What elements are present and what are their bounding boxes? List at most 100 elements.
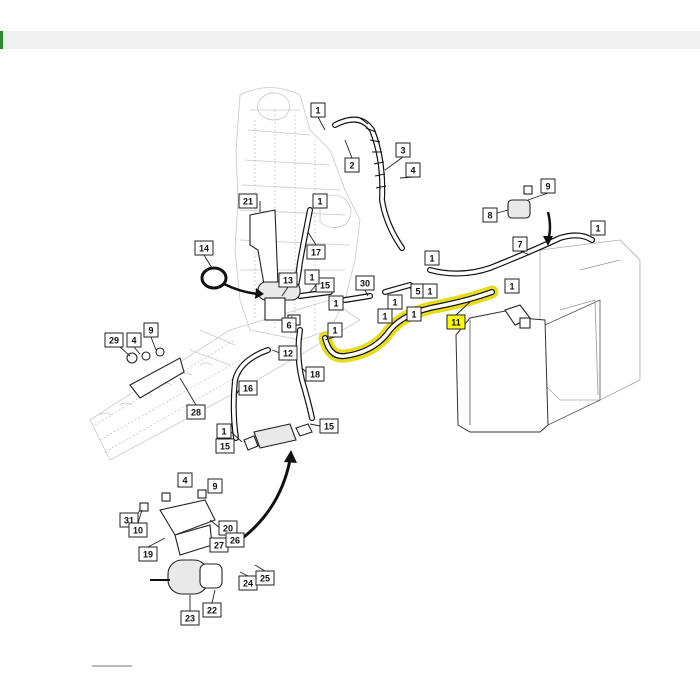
- callout-label: 10: [133, 526, 143, 536]
- callout-26[interactable]: 26: [225, 532, 245, 548]
- callout-4[interactable]: 4: [405, 162, 421, 178]
- callout-17[interactable]: 17: [306, 244, 326, 260]
- callout-label: 9: [545, 182, 550, 192]
- bracket-21: [249, 209, 279, 291]
- callout-1[interactable]: 1: [310, 102, 326, 118]
- callout-label: 12: [283, 349, 293, 359]
- callout-6[interactable]: 6: [281, 317, 297, 333]
- leader-line: [150, 336, 157, 351]
- callout-9[interactable]: 9: [540, 178, 556, 194]
- callout-1[interactable]: 1: [406, 306, 422, 322]
- top-bar-accent: [0, 31, 3, 49]
- leader-line: [239, 571, 249, 577]
- leader-line: [281, 286, 289, 297]
- callout-13[interactable]: 13: [278, 272, 298, 288]
- callout-label: 22: [207, 606, 217, 616]
- callout-label: 14: [199, 244, 209, 254]
- callout-5[interactable]: 5: [410, 283, 426, 299]
- callout-label: 26: [230, 536, 240, 546]
- callout-label: 3: [400, 146, 405, 156]
- fuel-tank: [455, 239, 641, 433]
- callout-15[interactable]: 15: [319, 418, 339, 434]
- callout-24[interactable]: 24: [238, 575, 258, 591]
- callout-label: 1: [595, 224, 600, 234]
- callout-label: 1: [315, 106, 320, 116]
- leader-line: [254, 564, 266, 572]
- callout-1[interactable]: 1: [312, 193, 328, 209]
- leader-line: [455, 301, 471, 316]
- callout-label: 4: [182, 476, 187, 486]
- callout-1[interactable]: 1: [327, 322, 343, 338]
- callout-1[interactable]: 1: [216, 423, 232, 439]
- callout-15[interactable]: 15: [215, 438, 235, 454]
- callout-23[interactable]: 23: [180, 610, 200, 626]
- callout-label: 1: [332, 326, 337, 336]
- callout-27[interactable]: 27: [209, 537, 229, 553]
- callout-12[interactable]: 12: [278, 345, 298, 361]
- callout-25[interactable]: 25: [255, 570, 275, 586]
- leader-line: [119, 346, 131, 357]
- leader-line: [209, 519, 221, 529]
- callout-label: 6: [286, 321, 291, 331]
- callout-30[interactable]: 30: [355, 275, 375, 291]
- callout-28[interactable]: 28: [186, 404, 206, 420]
- top-bar: [0, 31, 700, 49]
- leader-line: [364, 289, 369, 297]
- callout-2[interactable]: 2: [344, 157, 360, 173]
- callout-29[interactable]: 29: [104, 332, 124, 348]
- callout-label: 27: [214, 541, 224, 551]
- callout-8[interactable]: 8: [482, 207, 498, 223]
- leader-line: [527, 192, 549, 201]
- callout-label: 15: [220, 442, 230, 452]
- callout-label: 9: [212, 482, 217, 492]
- leader-line: [147, 537, 166, 548]
- callout-14[interactable]: 14: [194, 240, 214, 256]
- callout-label: 31: [124, 516, 134, 526]
- callout-1[interactable]: 1: [377, 308, 393, 324]
- callout-label: 18: [310, 370, 320, 380]
- leader-line: [203, 254, 213, 269]
- callout-1[interactable]: 1: [504, 278, 520, 294]
- fuel-pump-assembly: [139, 489, 223, 595]
- callout-label: 16: [243, 384, 253, 394]
- callout-11[interactable]: 11: [446, 314, 466, 330]
- callout-label: 15: [320, 281, 330, 291]
- callout-3[interactable]: 3: [395, 142, 411, 158]
- leader-line: [133, 346, 141, 355]
- callout-1[interactable]: 1: [422, 283, 438, 299]
- callout-18[interactable]: 18: [305, 366, 325, 382]
- callout-7[interactable]: 7: [512, 236, 528, 252]
- callout-4[interactable]: 4: [177, 472, 193, 488]
- callout-label: 28: [191, 408, 201, 418]
- callout-10[interactable]: 10: [128, 522, 148, 538]
- callout-1[interactable]: 1: [424, 250, 440, 266]
- callout-label: 17: [311, 248, 321, 258]
- callout-label: 11: [451, 318, 461, 328]
- callout-label: 1: [333, 299, 338, 309]
- callout-label: 15: [324, 422, 334, 432]
- callout-1[interactable]: 1: [328, 295, 344, 311]
- callout-label: 24: [243, 579, 253, 589]
- callout-label: 8: [487, 211, 492, 221]
- callout-label: 20: [223, 524, 233, 534]
- callout-9[interactable]: 9: [143, 322, 159, 338]
- callout-15[interactable]: 15: [315, 277, 335, 293]
- callout-label: 1: [429, 254, 434, 264]
- callout-16[interactable]: 16: [238, 380, 258, 396]
- callout-4[interactable]: 4: [126, 332, 142, 348]
- inline-filter: [243, 423, 313, 451]
- callout-1[interactable]: 1: [387, 294, 403, 310]
- callout-1[interactable]: 1: [304, 269, 320, 285]
- callout-label: 25: [260, 574, 270, 584]
- callout-label: 21: [243, 197, 253, 207]
- callout-1[interactable]: 1: [590, 220, 606, 236]
- callout-19[interactable]: 19: [138, 546, 158, 562]
- leader-line: [344, 139, 353, 159]
- callout-22[interactable]: 22: [202, 602, 222, 618]
- leader-line: [179, 377, 197, 406]
- callout-21[interactable]: 21: [238, 193, 258, 209]
- highlighted-hose-11: [318, 285, 499, 363]
- callout-9[interactable]: 9: [207, 478, 223, 494]
